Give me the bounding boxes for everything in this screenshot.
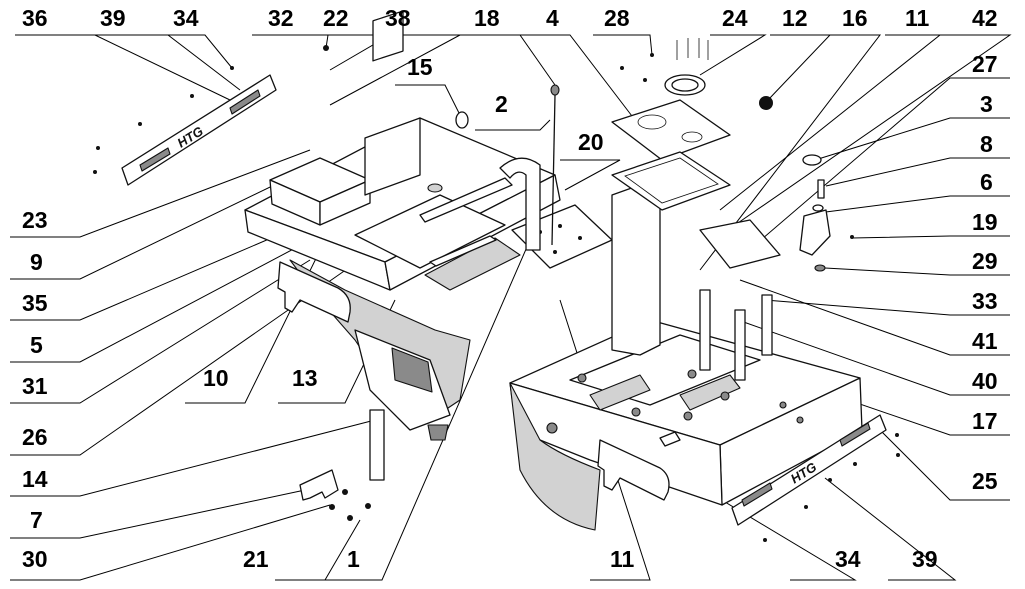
callout-20: 20 bbox=[578, 129, 604, 155]
leader-lines bbox=[10, 34, 1012, 581]
callout-42: 42 bbox=[972, 5, 998, 31]
callout-10: 10 bbox=[203, 365, 229, 391]
callout-33: 33 bbox=[972, 288, 998, 314]
callout-5: 5 bbox=[30, 332, 43, 358]
callout-38: 38 bbox=[385, 5, 411, 31]
callout-4: 4 bbox=[546, 5, 559, 31]
callout-8: 8 bbox=[980, 131, 993, 157]
callout-2: 2 bbox=[495, 91, 508, 117]
callout-31: 31 bbox=[22, 373, 48, 399]
callout-21: 21 bbox=[243, 546, 269, 572]
right-chassis-frame bbox=[509, 184, 863, 531]
callout-26: 26 bbox=[22, 424, 48, 450]
callout-34-bottom: 34 bbox=[835, 546, 861, 572]
callout-14: 14 bbox=[22, 466, 48, 492]
callout-6: 6 bbox=[980, 169, 993, 195]
callout-16: 16 bbox=[842, 5, 868, 31]
loose-bolts bbox=[93, 45, 900, 542]
callout-22: 22 bbox=[323, 5, 349, 31]
callout-24: 24 bbox=[722, 5, 748, 31]
callout-25: 25 bbox=[972, 468, 998, 494]
callout-35: 35 bbox=[22, 290, 48, 316]
left-chassis-frame bbox=[244, 10, 613, 441]
callout-17: 17 bbox=[972, 408, 998, 434]
callout-36-top: 36 bbox=[22, 5, 48, 31]
long-rod bbox=[455, 84, 560, 246]
callout-23: 23 bbox=[22, 207, 48, 233]
callout-40: 40 bbox=[972, 368, 998, 394]
callout-labels: 36 39 34 32 22 38 18 4 28 24 12 16 11 42… bbox=[22, 5, 998, 572]
callout-9: 9 bbox=[30, 249, 43, 275]
callout-3: 3 bbox=[980, 91, 993, 117]
callout-7: 7 bbox=[30, 507, 43, 533]
callout-41: 41 bbox=[972, 328, 998, 354]
callout-19: 19 bbox=[972, 209, 998, 235]
callout-12: 12 bbox=[782, 5, 808, 31]
seat-ring-and-hardware bbox=[664, 38, 773, 110]
linkage-bracket bbox=[699, 154, 831, 272]
callout-27: 27 bbox=[972, 51, 998, 77]
callout-39-top: 39 bbox=[100, 5, 126, 31]
callout-30: 30 bbox=[22, 546, 48, 572]
callout-15: 15 bbox=[407, 54, 433, 80]
callout-34-top: 34 bbox=[173, 5, 199, 31]
callout-18: 18 bbox=[474, 5, 500, 31]
top-cover-plate bbox=[611, 99, 731, 211]
callout-29: 29 bbox=[972, 248, 998, 274]
front-bumper-plate-left: HTG bbox=[121, 74, 277, 186]
fork-lever-parts bbox=[299, 409, 385, 521]
callout-39-bottom: 39 bbox=[912, 546, 938, 572]
callout-1: 1 bbox=[347, 546, 360, 572]
front-bumper-plate-right: HTG bbox=[731, 414, 887, 526]
callout-13: 13 bbox=[292, 365, 318, 391]
callout-28: 28 bbox=[604, 5, 630, 31]
callout-11-top: 11 bbox=[905, 5, 930, 31]
callout-11-bottom: 11 bbox=[610, 546, 635, 572]
callout-32: 32 bbox=[268, 5, 294, 31]
